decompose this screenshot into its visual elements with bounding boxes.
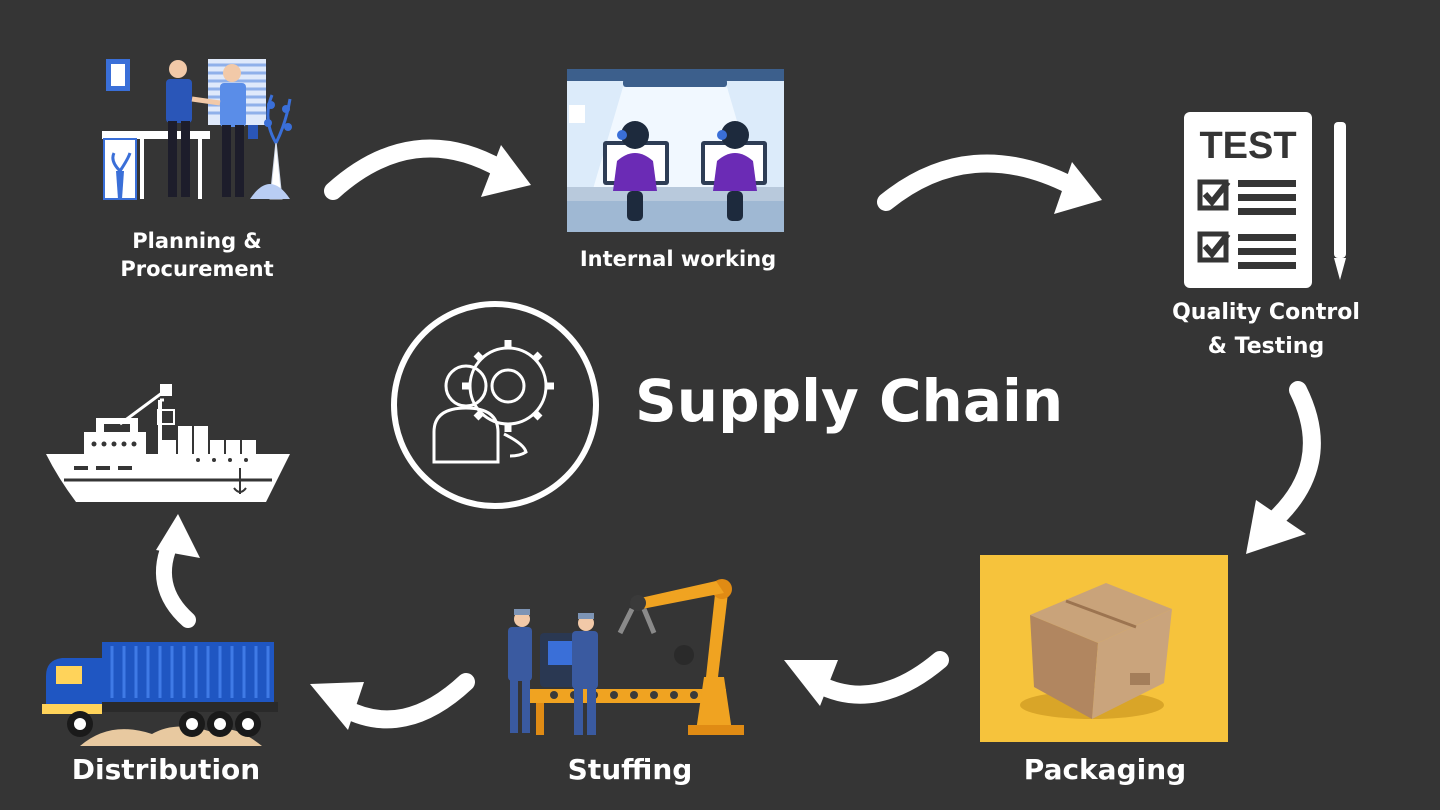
cargo-ship-icon <box>46 384 290 502</box>
arrow-internal-to-quality <box>877 154 1102 214</box>
call-center-illustration <box>567 69 784 232</box>
planning-procurement-label: Planning & Procurement <box>97 228 297 283</box>
stuffing-label: Stuffing <box>567 753 693 786</box>
arrow-planning-to-internal <box>324 139 531 200</box>
cardboard-box-photo <box>980 555 1228 742</box>
test-checklist-icon: TEST <box>1184 112 1346 288</box>
quality-label-line1: Quality Control <box>1172 300 1360 325</box>
people-gear-icon <box>391 301 599 509</box>
quality-label-line2: & Testing <box>1207 334 1325 360</box>
quality-control-label: Quality Control & Testing <box>1138 296 1394 364</box>
internal-working-label: Internal working <box>579 247 777 271</box>
page-title: Supply Chain <box>635 367 1064 435</box>
container-truck-illustration <box>42 642 278 746</box>
arrow-stuffing-to-distribution <box>310 673 475 730</box>
arrow-quality-to-packaging <box>1246 381 1321 554</box>
planning-label-line2: Procurement <box>120 256 274 281</box>
arrow-packaging-to-stuffing <box>784 651 949 706</box>
handshake-office-illustration <box>102 59 292 200</box>
planning-label-line1: Planning & <box>132 229 262 253</box>
distribution-label: Distribution <box>71 753 261 786</box>
packaging-label: Packaging <box>1023 753 1187 786</box>
test-word: TEST <box>1199 125 1296 167</box>
robotic-arm-factory-illustration <box>508 579 744 735</box>
arrow-distribution-to-shipping <box>156 514 200 628</box>
